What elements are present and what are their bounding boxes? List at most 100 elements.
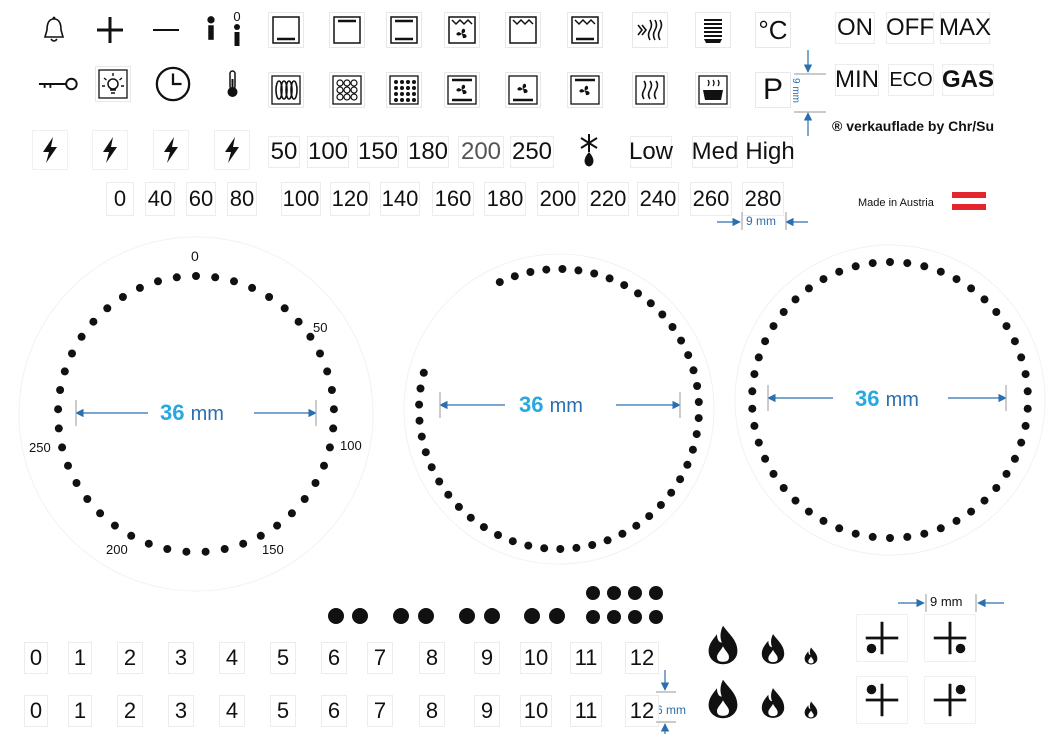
dial-dot xyxy=(127,531,136,540)
dial-dot xyxy=(574,266,583,275)
dot-indicator xyxy=(328,608,344,624)
coil-icon xyxy=(268,72,304,108)
dial-dot xyxy=(761,337,770,346)
dial-dot xyxy=(306,332,315,341)
dot-indicator xyxy=(393,608,409,624)
fan-top-bottom-icon xyxy=(444,72,480,108)
dot-indicator xyxy=(586,586,600,600)
number-label: 12 xyxy=(625,642,659,674)
credit-text: ® verkauflade by Chr/Su xyxy=(832,118,995,134)
dial-dot xyxy=(60,367,69,376)
dial-dot xyxy=(688,445,697,454)
number-label: 11 xyxy=(570,695,602,727)
lightning-icon xyxy=(32,130,68,170)
burner-position-icon xyxy=(924,614,976,662)
dial-dot xyxy=(572,543,581,552)
temp-label: 220 xyxy=(587,182,629,216)
flame-icon xyxy=(756,630,790,668)
dial-dot xyxy=(967,284,976,293)
dot-indicator xyxy=(607,610,621,624)
dial-tick-label: 200 xyxy=(106,542,128,557)
dial-dot xyxy=(89,317,98,326)
dial-dot xyxy=(96,509,105,518)
hob-dots-icon xyxy=(329,72,365,108)
dial-diameter-label: 36 mm xyxy=(519,392,583,418)
dial-dot xyxy=(558,265,567,273)
dot-indicator xyxy=(649,610,663,624)
dial-dot xyxy=(967,507,976,516)
temp-label: 250 xyxy=(510,136,554,168)
dial-dot xyxy=(163,545,172,553)
number-label: 10 xyxy=(520,642,552,674)
dial-dot xyxy=(779,308,788,316)
program-icon: P xyxy=(755,72,791,108)
dial-dot xyxy=(182,547,191,556)
dial-dot xyxy=(103,304,112,313)
dial-dot xyxy=(466,513,475,522)
dial-dot xyxy=(256,531,265,540)
dial-dot xyxy=(280,304,289,313)
dial-dot xyxy=(693,382,702,390)
dial-dot xyxy=(1021,421,1030,430)
dial-dot xyxy=(58,443,67,452)
flame-icon xyxy=(800,698,822,722)
dial-tick-label: 250 xyxy=(29,440,51,455)
dial-dot xyxy=(211,273,220,282)
temp-label: 140 xyxy=(380,182,420,216)
dot-indicator xyxy=(484,608,500,624)
dial-dot xyxy=(72,479,81,487)
dial-dot xyxy=(1010,337,1019,346)
number-label: 5 xyxy=(270,642,296,674)
dial-value: 36 xyxy=(519,392,544,417)
dial-dot xyxy=(748,404,757,413)
small-temp-label: 60 xyxy=(186,182,216,216)
dial-dot xyxy=(980,496,989,505)
dial-dot xyxy=(779,484,788,492)
number-label: 2 xyxy=(117,642,143,674)
dial-dot xyxy=(416,384,425,393)
temp-label: 200 xyxy=(537,182,579,216)
dial-dot xyxy=(851,529,860,538)
dial-dot xyxy=(761,454,770,463)
dial-dot xyxy=(676,475,685,484)
defrost-flow-icon xyxy=(632,12,668,48)
dial-dot xyxy=(590,269,599,278)
number-label: 5 xyxy=(270,695,296,727)
dial-unit: mm xyxy=(885,389,919,411)
austria-flag xyxy=(952,192,986,212)
dial-dot xyxy=(618,529,627,538)
dial-dot xyxy=(273,521,282,530)
grill-icon xyxy=(505,12,541,48)
dial-dot xyxy=(135,283,144,292)
dial-dot xyxy=(300,495,309,503)
dial-outline xyxy=(403,253,715,565)
dial-dot xyxy=(936,267,945,276)
dial-dot xyxy=(419,368,428,377)
dial-dot xyxy=(540,544,549,553)
dial-dot xyxy=(819,516,828,525)
on-icon xyxy=(200,10,222,46)
dial-dot xyxy=(77,332,86,341)
dial-dot xyxy=(479,523,488,532)
top-heat-icon xyxy=(329,12,365,48)
dial-dot xyxy=(692,430,701,439)
dot-indicator xyxy=(628,610,642,624)
celsius-text: °C xyxy=(758,15,788,45)
dot-indicator xyxy=(628,586,642,600)
dial-dot xyxy=(886,534,894,542)
dial-dot xyxy=(1002,469,1011,478)
dial-dot xyxy=(230,277,238,286)
dial-dot xyxy=(144,539,153,548)
dial-dot xyxy=(835,267,844,276)
small-temp-label: 80 xyxy=(227,182,257,216)
dial-dot xyxy=(677,336,686,345)
dial-dot xyxy=(992,484,1001,492)
dial-value: 36 xyxy=(855,386,880,411)
number-label: 2 xyxy=(117,695,143,727)
celsius-icon: °C xyxy=(755,12,791,48)
dial-dot xyxy=(526,268,535,276)
dial-dot xyxy=(239,539,248,548)
bell-icon xyxy=(36,12,72,48)
lightning-icon xyxy=(214,130,250,170)
dial-dot xyxy=(415,400,424,409)
